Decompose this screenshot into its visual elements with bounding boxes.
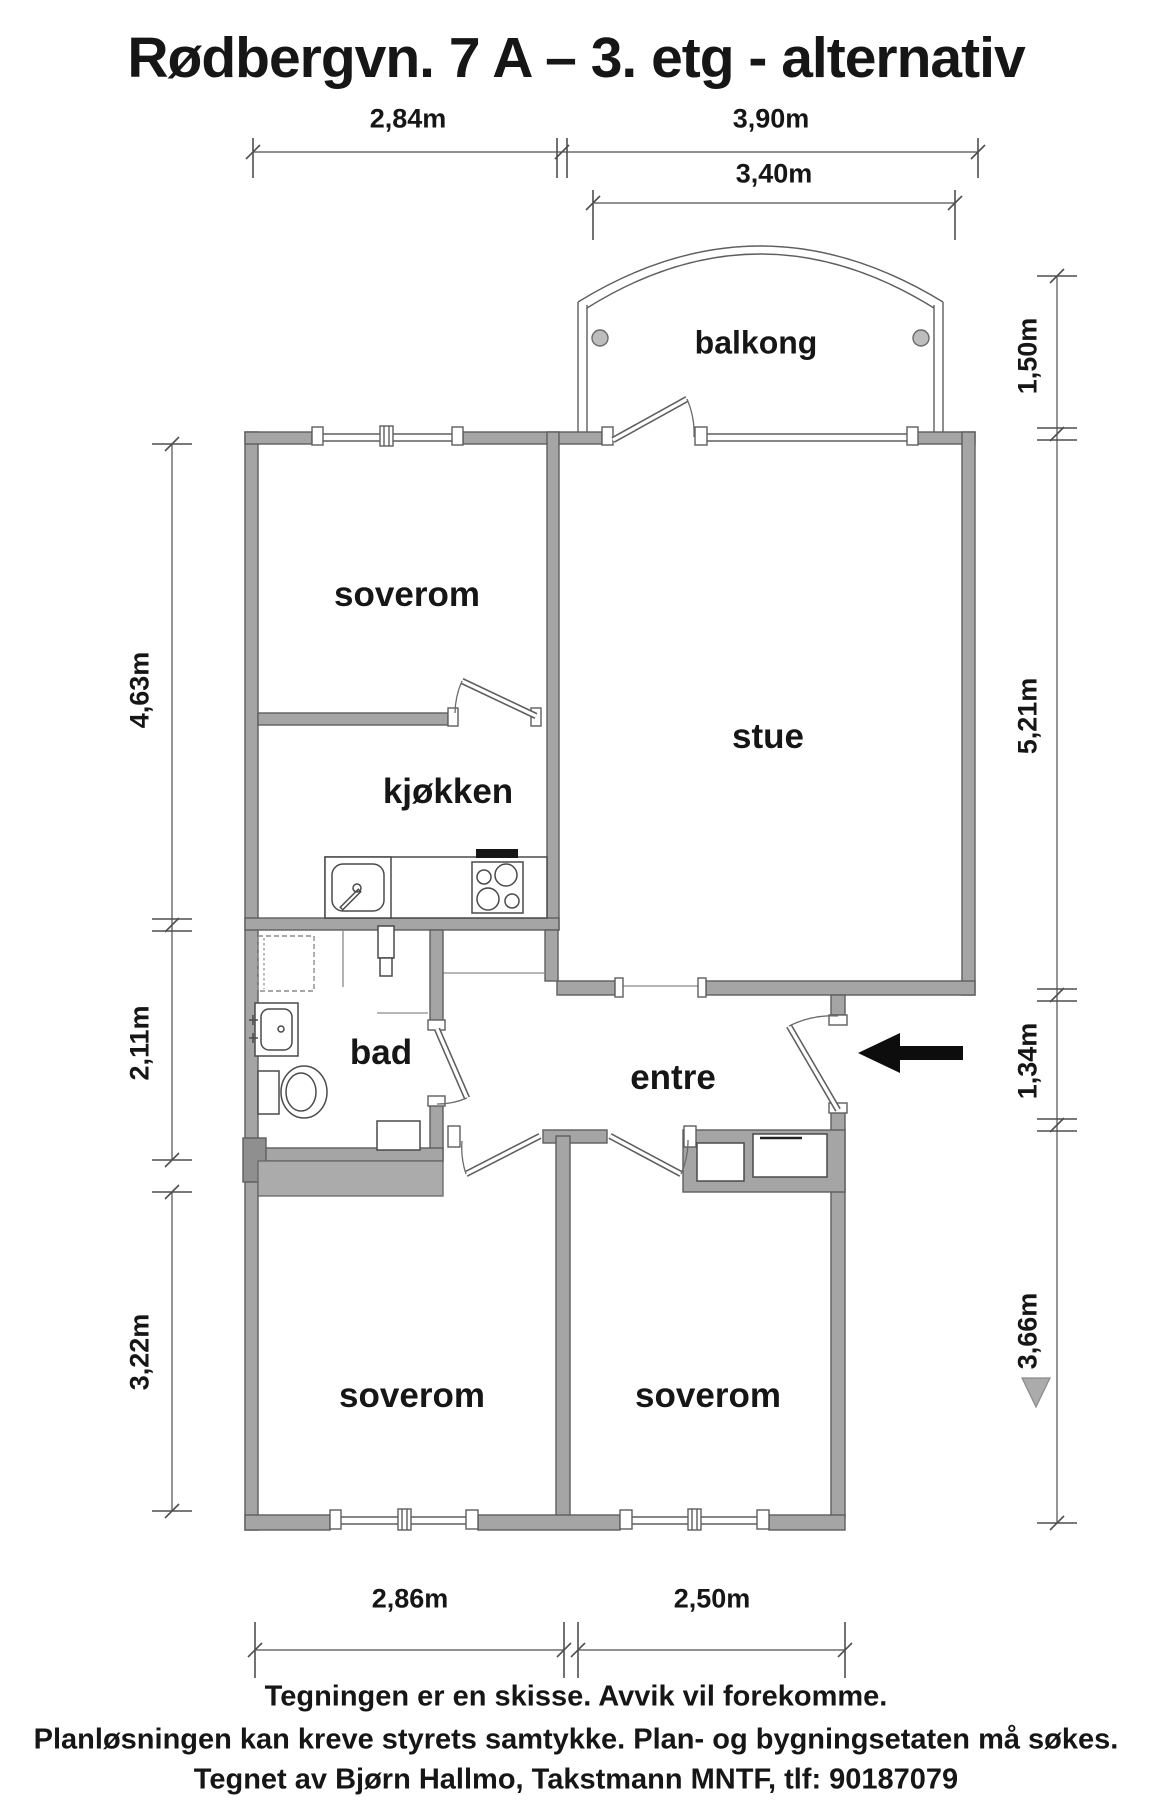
opening-cap [697,977,707,998]
dim-bedroom-se-width: 2,50m [673,1583,751,1614]
door-arc [680,1139,689,1175]
stove-vent [476,849,518,858]
window-cap [311,426,324,446]
door-arc [686,398,695,438]
wall-kitchen-bottom [244,917,560,931]
direction-triangle-icon [1021,1377,1051,1409]
sink-drain [352,883,362,893]
wall-top-a [244,431,313,445]
kitchen-sink-box [324,856,392,919]
door-arc [454,680,463,714]
room-label-balcony: balkong [694,324,818,361]
balcony-arch-outer [577,245,944,303]
dim-bedroom-sw-width: 2,86m [371,1583,449,1614]
dimension-lines [152,138,1077,1678]
duct-small [379,957,393,977]
closet-inset-a [696,1142,745,1182]
window-cap [451,426,464,446]
room-label-bathroom: bad [349,1033,413,1072]
dim-balcony-width: 3,40m [735,158,813,189]
room-label-bedroom-se: soverom [635,1376,781,1415]
kitchen-sink-basin [331,863,385,912]
window-cap [906,426,919,446]
footer-line-2: Planløsningen kan kreve styrets samtykke… [33,1723,1119,1756]
balcony-column [591,329,609,347]
room-label-living-room: stue [732,717,804,756]
bath-sink-basin [260,1008,293,1051]
wall-divider-kitchen [546,431,560,931]
window-cap [694,426,708,446]
page-title: Rødbergvn. 7 A – 3. etg - alternativ [127,26,1025,90]
dim-bathroom-height: 2,11m [124,1005,155,1081]
door-arc [461,1140,467,1175]
closet-inset-b [752,1133,828,1178]
window-mullion [379,425,394,447]
bath-sink-drain [277,1025,285,1033]
wall-hall-bottom [542,1129,608,1144]
dim-upper-left-height: 4,63m [124,651,155,729]
wall-stue-bottom-left [556,980,616,996]
window-cap [465,1509,479,1530]
room-label-bedroom-nw: soverom [334,575,480,614]
dim-bedroom-sw-height: 3,22m [124,1313,155,1391]
wall-bedrooms-divider [555,1135,571,1518]
room-label-bedroom-sw: soverom [339,1376,485,1415]
window-cap [329,1509,342,1530]
entrance-door-arc [788,1015,839,1027]
dim-balcony-depth: 1,50m [1012,317,1043,395]
dim-bedrooms-lower-height: 3,66m [1012,1292,1043,1370]
footer-line-3: Tegnet av Bjørn Hallmo, Takstmann MNTF, … [193,1763,959,1796]
wall-bedroom-nw-bottom [257,712,449,726]
balcony-column [912,329,930,347]
dim-living-height: 5,21m [1012,677,1043,755]
window-mullion [397,1508,412,1531]
wall-stue-bottom [705,980,976,996]
wall-niche-right [544,929,559,982]
wall-top-b [462,431,603,445]
duct [377,925,395,959]
door-arc [436,1097,468,1105]
windows [311,425,919,1531]
wall-bottom-a [244,1514,331,1531]
opening-cap [614,977,624,998]
doors [427,396,848,1177]
entrance-arrow-icon [858,1033,963,1073]
balcony-structure [577,245,944,432]
room-label-hall: entre [630,1058,716,1097]
toilet-bowl [280,1065,328,1119]
footer-line-1: Tegningen er en skisse. Avvik vil foreko… [264,1680,888,1713]
wardrobe-sw [257,1160,444,1197]
toilet-tank [257,1070,280,1115]
washer [376,1120,421,1151]
shower [257,935,315,992]
wall-right-upper [961,431,976,996]
kitchen-fixtures [324,849,548,919]
room-label-kitchen: kjøkken [382,772,514,811]
wall-bottom-c [768,1514,846,1531]
window-cap [619,1509,633,1530]
wall-entrance-stub [830,994,846,1016]
closets [257,1133,828,1197]
wall-left [244,431,259,1531]
window-mullion [687,1508,702,1531]
balcony-arch-inner [586,253,935,309]
wall-bottom-b [477,1514,621,1531]
dim-living-width: 3,90m [732,103,810,134]
window-cap [756,1509,770,1530]
bathroom-fixtures [249,925,428,1151]
wall-bath-right-upper [429,929,444,1023]
dim-bedroom-nw-width: 2,84m [369,103,447,134]
dim-hall-height: 1,34m [1012,1022,1043,1100]
